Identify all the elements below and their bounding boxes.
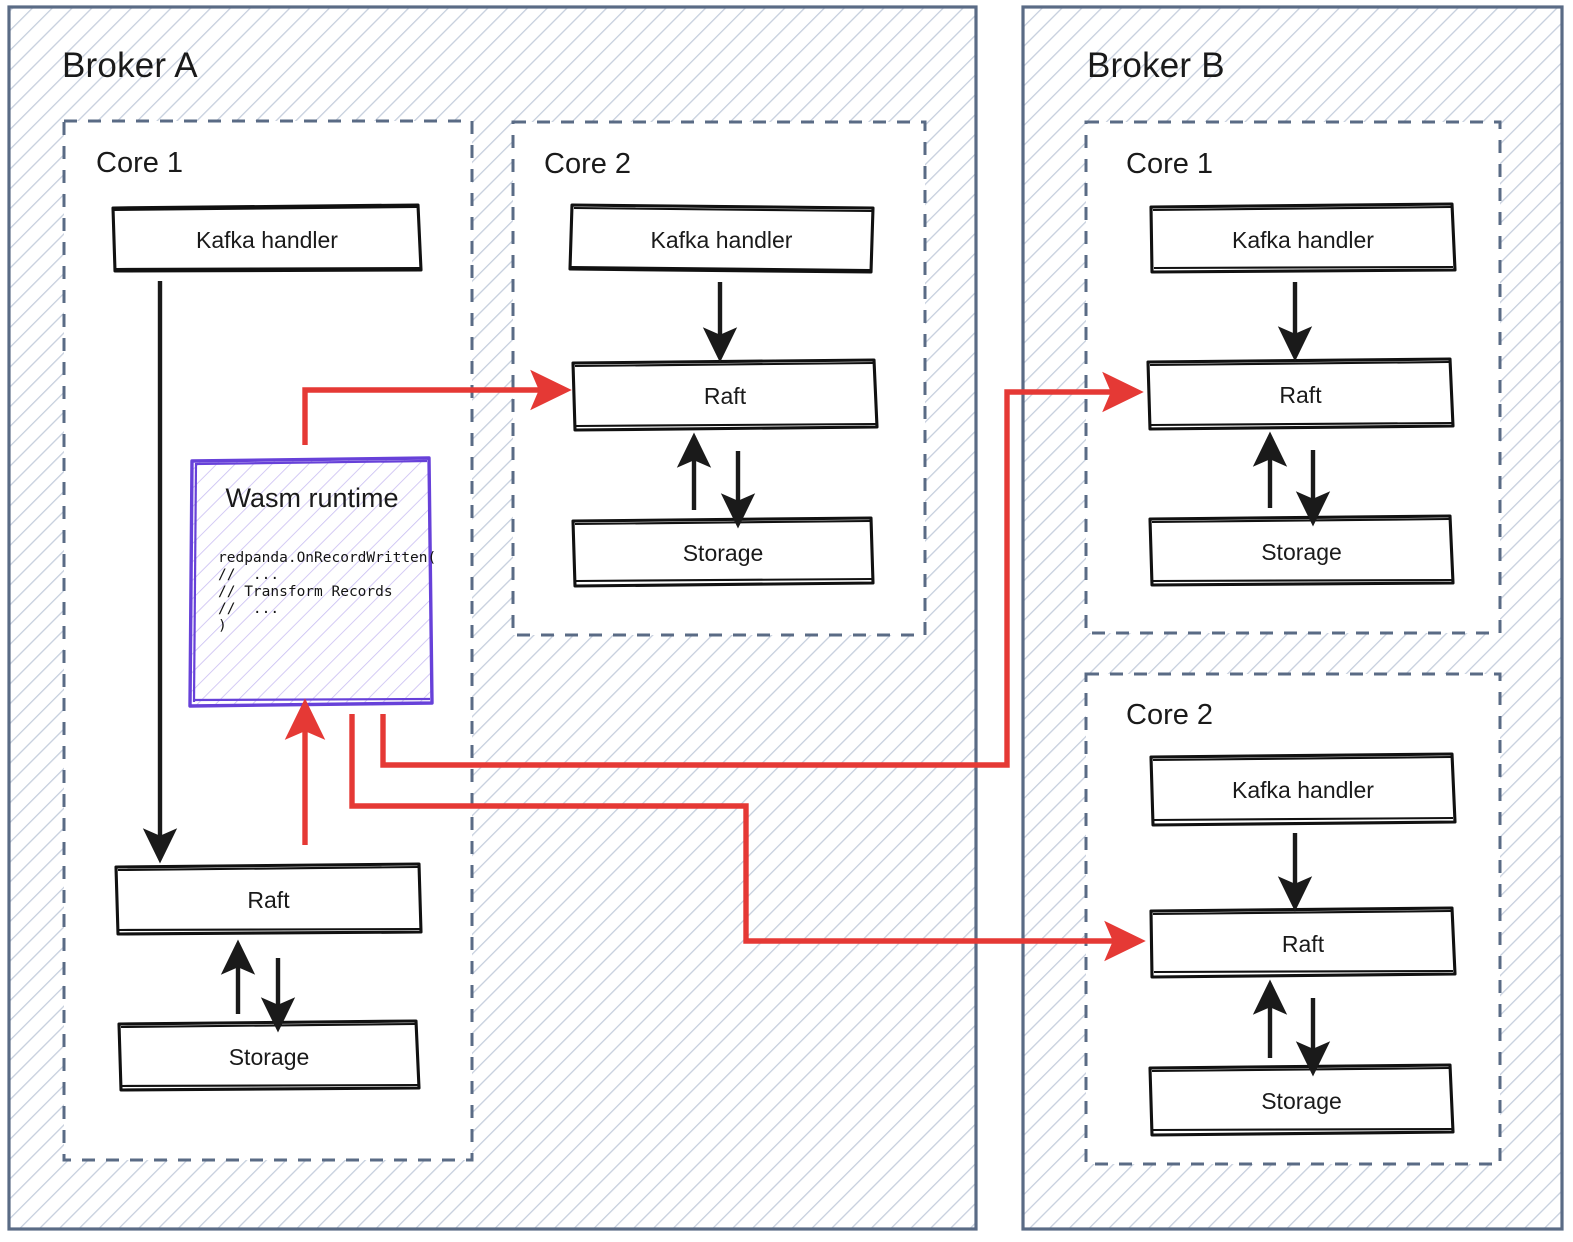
ba-c1-kafka-handler-box bbox=[111, 203, 423, 273]
ba-c2-kafka-handler-box bbox=[568, 203, 875, 274]
ba-c2-raft-box bbox=[571, 358, 879, 432]
ba-c1-raft-box bbox=[114, 862, 423, 936]
bb-c2-kafka-handler-box bbox=[1149, 752, 1457, 827]
bb-c1-storage-box bbox=[1148, 514, 1455, 587]
conn-wasm-to-b1-raft-arrow bbox=[380, 371, 1144, 768]
ba-c2-storage-box bbox=[571, 516, 875, 588]
ba-c1-wasm-runtime-box bbox=[188, 456, 434, 708]
conn-wasm-to-b2-raft-arrow bbox=[349, 714, 1146, 962]
conn-wasm-to-a2-raft-arrow bbox=[302, 369, 572, 445]
bb-c1-kafka-handler-box bbox=[1149, 202, 1457, 274]
ba-c1-storage-box bbox=[117, 1019, 421, 1092]
bb-c2-raft-box bbox=[1149, 906, 1457, 979]
bb-c1-raft-box bbox=[1146, 357, 1455, 431]
bb-c2-storage-box bbox=[1148, 1063, 1455, 1137]
